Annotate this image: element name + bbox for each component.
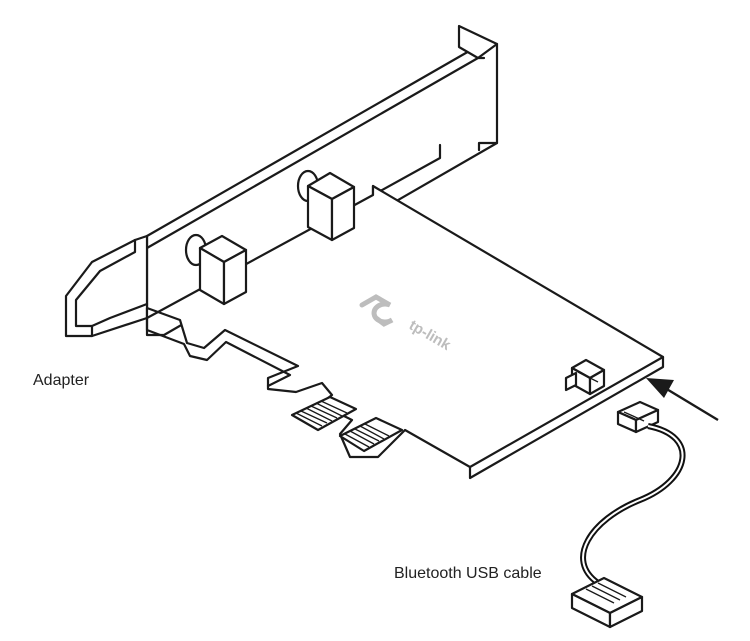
bluetooth-usb-cable-label: Bluetooth USB cable [394,565,542,582]
insert-arrow-icon [646,378,719,422]
adapter-label: Adapter [33,372,90,389]
bluetooth-usb-cable [570,400,686,629]
circuit-board [145,184,665,480]
antenna-connector-left [184,233,248,306]
antenna-connector-right [296,169,356,242]
usb-header-connector [564,358,606,396]
